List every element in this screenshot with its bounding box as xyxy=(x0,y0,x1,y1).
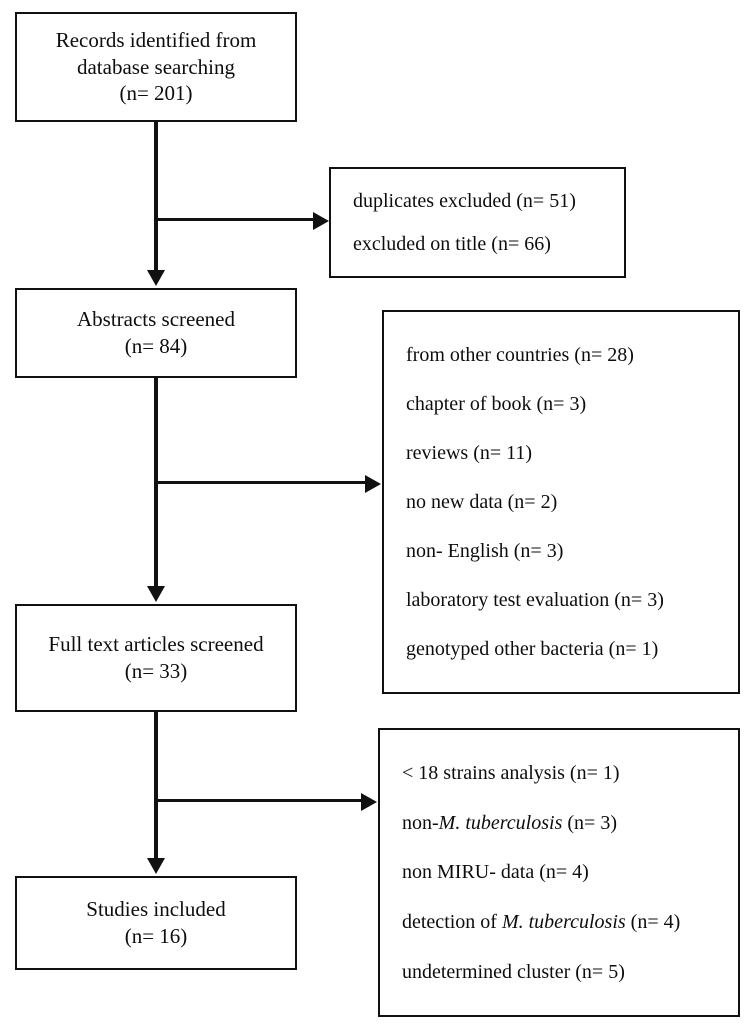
studies-included-count: (n= 16) xyxy=(124,924,188,948)
fulltext-screened-count: (n= 33) xyxy=(124,659,188,683)
excluded-third-item-0-pre: < 18 strains analysis (n= 1) xyxy=(402,761,620,784)
records-identified-count: (n= 201) xyxy=(119,81,193,106)
excluded-second-item-2: reviews (n= 11) xyxy=(406,441,533,464)
excluded-third-item-1-pre: non- xyxy=(402,811,439,834)
node-fulltext-screened: Full text articles screened (n= 33) xyxy=(15,604,297,712)
node-records-identified: Records identified from database searchi… xyxy=(15,12,297,122)
excluded-first-item-0: duplicates excluded (n= 51) xyxy=(353,189,576,212)
excluded-third-item-2: non MIRU- data (n= 4) xyxy=(380,860,589,884)
connector-to-excluded-second xyxy=(156,481,366,484)
arrow-fulltext-to-included xyxy=(147,858,165,874)
excluded-second-item-1: chapter of book (n= 3) xyxy=(406,392,587,415)
node-excluded-second: from other countries (n= 28) chapter of … xyxy=(382,310,740,694)
node-studies-included: Studies included (n= 16) xyxy=(15,876,297,970)
excluded-first-item-1: excluded on title (n= 66) xyxy=(353,233,551,256)
arrow-to-excluded-first xyxy=(313,212,329,230)
excluded-third-item-3: detection of M. tuberculosis (n= 4) xyxy=(380,910,680,934)
excluded-third-item-3-italic: M. tuberculosis xyxy=(501,911,626,934)
excluded-third-item-3-post: (n= 4) xyxy=(625,911,681,934)
connector-identified-to-abstracts xyxy=(154,122,158,272)
records-identified-line2: database searching xyxy=(76,54,235,79)
connector-to-excluded-third xyxy=(156,799,362,802)
arrow-to-excluded-third xyxy=(361,793,377,811)
node-excluded-first: duplicates excluded (n= 51) excluded on … xyxy=(329,167,626,278)
excluded-third-item-0: < 18 strains analysis (n= 1) xyxy=(380,761,620,785)
node-excluded-third: < 18 strains analysis (n= 1) non-M. tube… xyxy=(378,728,740,1017)
connector-to-excluded-first xyxy=(156,218,314,221)
connector-fulltext-to-included xyxy=(154,712,158,860)
abstracts-screened-count: (n= 84) xyxy=(124,334,188,358)
excluded-second-item-5: laboratory test evaluation (n= 3) xyxy=(406,589,664,612)
fulltext-screened-line1: Full text articles screened xyxy=(48,632,264,657)
excluded-third-item-1-post: (n= 3) xyxy=(562,811,617,834)
excluded-third-item-4-pre: undetermined cluster (n= 5) xyxy=(402,961,625,984)
arrow-identified-to-abstracts xyxy=(147,270,165,286)
excluded-third-item-2-pre: non MIRU- data (n= 4) xyxy=(402,861,589,884)
excluded-third-item-3-pre: detection of xyxy=(402,911,502,934)
abstracts-screened-line1: Abstracts screened xyxy=(76,307,235,332)
excluded-third-item-1-italic: M. tuberculosis xyxy=(438,811,563,834)
arrow-abstracts-to-fulltext xyxy=(147,586,165,602)
studies-included-line1: Studies included xyxy=(86,897,226,922)
records-identified-line1: Records identified from xyxy=(55,27,257,52)
node-abstracts-screened: Abstracts screened (n= 84) xyxy=(15,288,297,378)
arrow-to-excluded-second xyxy=(365,475,381,493)
excluded-third-item-4: undetermined cluster (n= 5) xyxy=(380,960,625,984)
excluded-second-item-0: from other countries (n= 28) xyxy=(406,343,634,366)
excluded-second-item-6: genotyped other bacteria (n= 1) xyxy=(406,638,659,661)
excluded-second-item-4: non- English (n= 3) xyxy=(406,540,564,563)
excluded-second-item-3: no new data (n= 2) xyxy=(406,490,558,513)
excluded-third-item-1: non-M. tuberculosis (n= 3) xyxy=(380,811,617,835)
